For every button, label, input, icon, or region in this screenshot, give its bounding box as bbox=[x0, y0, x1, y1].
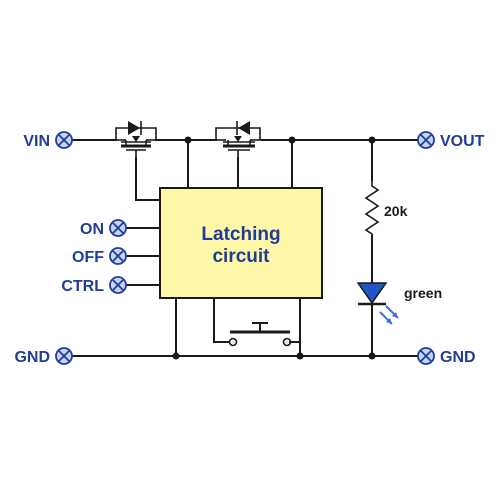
circled-x-icon bbox=[417, 347, 435, 365]
junction-dot bbox=[172, 352, 180, 360]
junction-dot bbox=[184, 136, 192, 144]
pushbutton-switch-icon bbox=[228, 322, 292, 347]
circled-x-icon bbox=[109, 247, 127, 265]
junction-dot bbox=[368, 136, 376, 144]
circled-x-icon bbox=[417, 131, 435, 149]
circled-x-icon bbox=[55, 347, 73, 365]
gnd-left-label: GND bbox=[14, 349, 50, 366]
button-left-wire bbox=[213, 297, 231, 343]
p-channel-mosfet-icon bbox=[115, 121, 157, 158]
circled-x-icon bbox=[109, 276, 127, 294]
junction-dot bbox=[296, 352, 304, 360]
junction-dot bbox=[368, 352, 376, 360]
p-channel-mosfet-icon bbox=[215, 121, 262, 158]
vin-label: VIN bbox=[23, 133, 50, 150]
gnd-right-label: GND bbox=[440, 349, 476, 366]
led-color-label: green bbox=[404, 285, 442, 301]
vout-label: VOUT bbox=[440, 133, 485, 150]
zigzag-resistor-icon bbox=[364, 180, 380, 236]
gate1-wire bbox=[135, 157, 161, 201]
circled-x-icon bbox=[55, 131, 73, 149]
block-title-line1: Latching bbox=[201, 224, 280, 245]
ctrl-label: CTRL bbox=[61, 278, 104, 295]
circled-x-icon bbox=[109, 219, 127, 237]
on-label: ON bbox=[80, 221, 104, 238]
led-diode-icon bbox=[356, 282, 399, 325]
resistor-value-label: 20k bbox=[384, 203, 408, 219]
off-label: OFF bbox=[72, 249, 104, 266]
block-title-line2: circuit bbox=[212, 246, 270, 267]
junction-dot bbox=[288, 136, 296, 144]
latching-circuit-block bbox=[159, 187, 323, 299]
